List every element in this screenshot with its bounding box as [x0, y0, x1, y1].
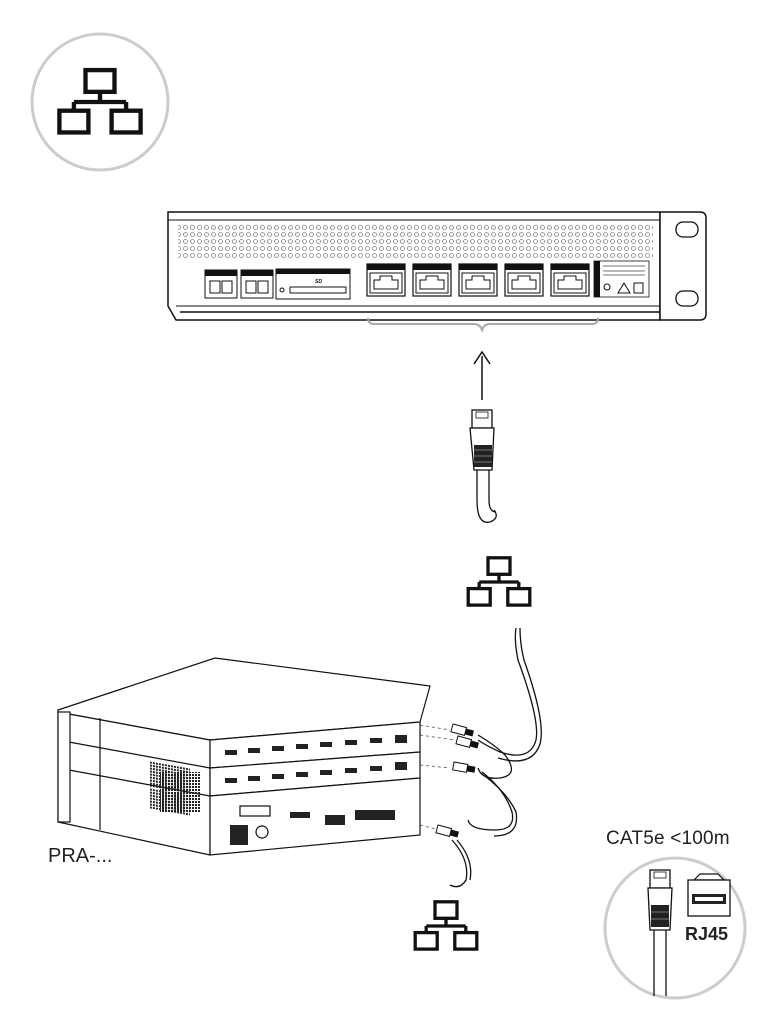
ports-bracket — [367, 317, 599, 334]
connection-arrow — [473, 350, 491, 400]
rj45-port-2 — [412, 263, 452, 297]
stack-plugs — [435, 723, 480, 839]
rj45-port-5 — [550, 263, 590, 297]
manual-icon — [633, 282, 644, 294]
rj45-port-4 — [504, 263, 544, 297]
rj45-port-1 — [366, 263, 406, 297]
power-info-panel — [593, 260, 650, 298]
network-icon-bottom — [413, 900, 479, 951]
cable-spec-label: CAT5e <100m — [606, 828, 730, 849]
terminal-block-2 — [240, 269, 274, 299]
network-icon-middle — [466, 556, 532, 607]
ethernet-ports — [366, 263, 590, 297]
rj45-port-3 — [458, 263, 498, 297]
connector-label: RJ45 — [685, 924, 729, 944]
network-icon — [30, 32, 170, 172]
warning-icon — [617, 282, 631, 294]
rack-ear — [659, 211, 707, 321]
device-model-label: PRA-... — [48, 845, 113, 867]
sd-card-slot: SD — [275, 268, 351, 300]
ethernet-plug-icon — [647, 869, 673, 996]
dashed-links — [419, 724, 456, 831]
sd-card-icon: SD — [315, 279, 322, 285]
patch-cables — [449, 627, 542, 888]
rj45-socket-icon — [687, 873, 731, 917]
ethernet-plug-top — [469, 409, 497, 523]
terminal-block-1 — [204, 269, 238, 299]
pra-device-stack — [57, 657, 431, 856]
rj45-inset — [603, 856, 747, 1000]
rack-unit-front-panel: SD — [167, 211, 707, 334]
